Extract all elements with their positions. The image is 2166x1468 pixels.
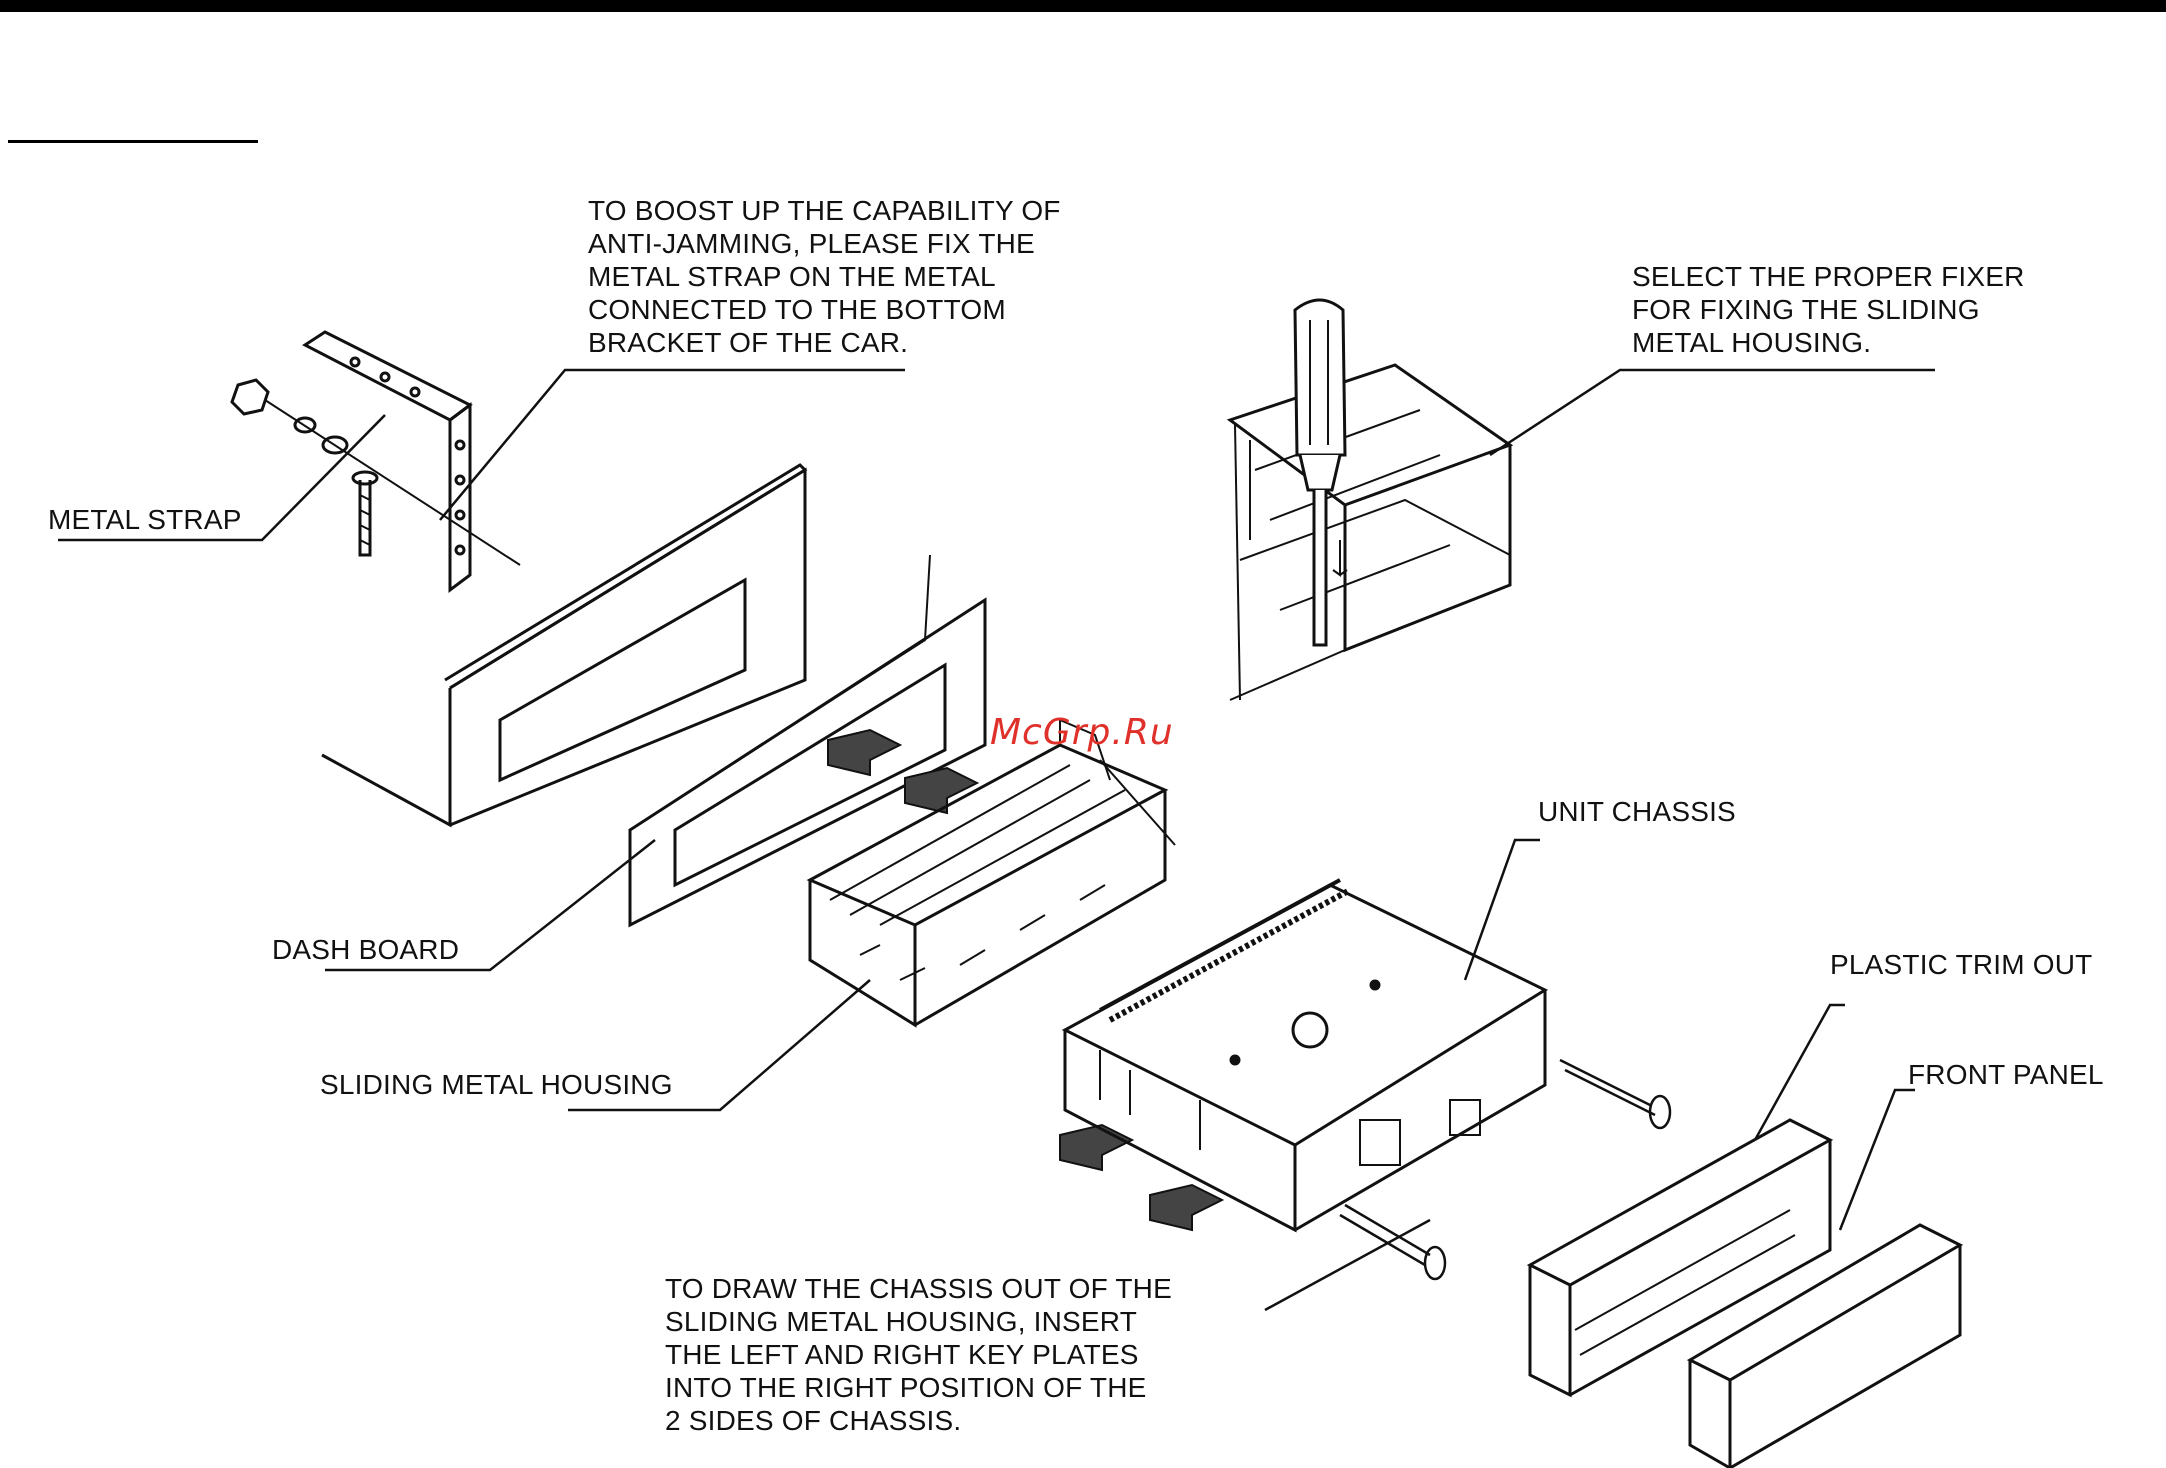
dash-board-frame xyxy=(628,554,987,928)
anti-jamming-note: TO BOOST UP THE CAPABILITY OF ANTI-JAMMI… xyxy=(588,195,1061,358)
leader-anti-jamming xyxy=(439,368,905,521)
nut-and-washers xyxy=(230,378,521,566)
metal-strap-bracket xyxy=(302,330,473,593)
front-panel xyxy=(1686,1223,1964,1468)
dash-board-label: DASH BOARD xyxy=(272,934,460,965)
screwdriver xyxy=(1293,298,1348,647)
leader-lines xyxy=(58,368,1935,1312)
sliding-metal-housing-label: SLIDING METAL HOUSING xyxy=(320,1069,673,1100)
unit-chassis xyxy=(1061,878,1549,1233)
leader-fixer xyxy=(1489,368,1935,457)
key-plates xyxy=(1339,1058,1672,1281)
front-panel-label: FRONT PANEL xyxy=(1908,1059,2104,1090)
header-rule xyxy=(8,140,258,143)
leader-dash-board xyxy=(325,839,656,972)
screw xyxy=(351,470,379,557)
draw-chassis-note: TO DRAW THE CHASSIS OUT OF THE SLIDING M… xyxy=(665,1273,1172,1436)
insert-arrows xyxy=(827,728,1225,1232)
plastic-trim-out xyxy=(1526,1118,1834,1398)
sliding-metal-housing xyxy=(806,718,1176,1028)
leader-sliding-housing xyxy=(568,979,871,1112)
leader-plastic-trim xyxy=(1753,1003,1845,1141)
leader-metal-strap xyxy=(58,414,386,542)
fixer-housing xyxy=(1226,363,1514,701)
leader-unit-chassis xyxy=(1463,838,1540,981)
top-border-bar xyxy=(0,0,2166,12)
dashboard-panel xyxy=(321,463,808,828)
metal-strap-label: METAL STRAP xyxy=(48,504,242,535)
leader-draw-chassis xyxy=(1264,1218,1431,1312)
unit-chassis-label: UNIT CHASSIS xyxy=(1538,796,1736,827)
plastic-trim-out-label: PLASTIC TRIM OUT xyxy=(1830,949,2093,980)
leader-front-panel xyxy=(1838,1088,1915,1231)
fixer-note: SELECT THE PROPER FIXER FOR FIXING THE S… xyxy=(1632,261,2025,358)
watermark: McGrp.Ru xyxy=(990,712,1174,753)
